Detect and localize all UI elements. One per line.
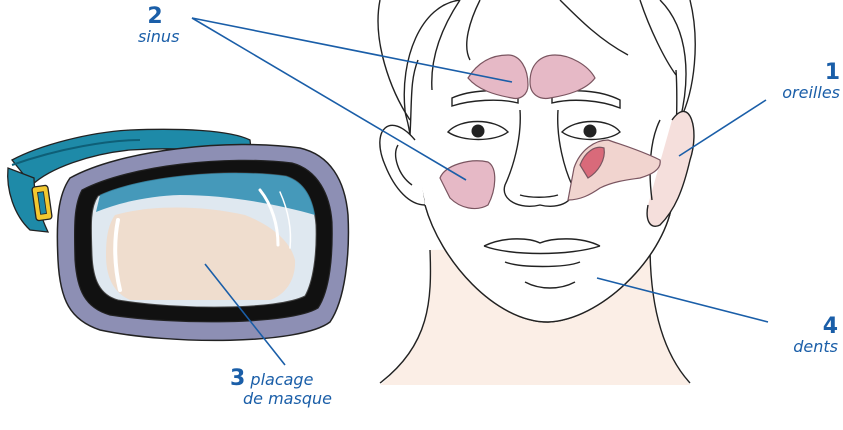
label-sinus-number: 2 bbox=[147, 4, 162, 29]
label-oreilles: 1 oreilles bbox=[770, 62, 840, 102]
label-dents: 4 dents bbox=[772, 316, 838, 356]
label-dents-number: 4 bbox=[772, 316, 838, 338]
label-placage-number: 3 bbox=[230, 366, 245, 391]
label-placage: 3 placage de masque bbox=[230, 368, 360, 408]
label-sinus: 2 sinus bbox=[138, 6, 172, 46]
label-sinus-text: sinus bbox=[138, 28, 172, 46]
label-oreilles-number: 1 bbox=[770, 62, 840, 84]
face-drawing bbox=[378, 0, 695, 385]
label-placage-text-line2: de masque bbox=[230, 390, 360, 408]
label-placage-text-line1: placage bbox=[250, 370, 313, 389]
label-oreilles-text: oreilles bbox=[770, 84, 840, 102]
diving-mask bbox=[8, 129, 349, 340]
label-dents-text: dents bbox=[772, 338, 838, 356]
